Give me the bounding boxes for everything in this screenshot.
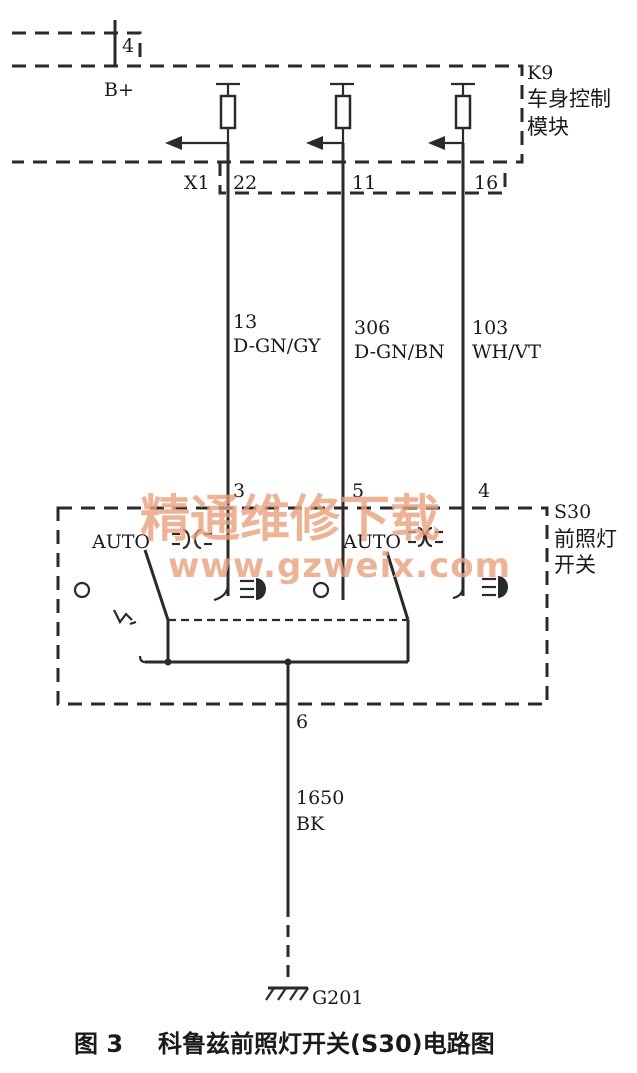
watermark-url: www.gzweix.com [168, 546, 511, 586]
switch-outline [56, 506, 549, 706]
module-pin-4: 4 [122, 35, 134, 57]
figure-number: 图 3 [74, 1030, 123, 1058]
module-pin-16: 16 [474, 172, 498, 194]
switch-name-line1: 前照灯 [554, 527, 617, 551]
module-name-line1: 车身控制 [527, 87, 611, 111]
switch-pin-4: 4 [478, 480, 490, 502]
pullup-resistor-2 [306, 82, 354, 150]
switch-pin-5: 5 [352, 480, 364, 502]
switch-pin-3: 3 [233, 480, 245, 502]
auto-label-left: AUTO [91, 531, 150, 553]
body-control-module [12, 20, 524, 195]
switch-blade-right [385, 551, 410, 621]
switch-id: S30 [554, 501, 591, 523]
module-pin-11: 11 [352, 172, 376, 194]
ground-wire-circuit: 1650 [296, 787, 344, 809]
watermark-cn: 精通维修下载 [140, 490, 440, 548]
wire-103-color: WH/VT [472, 341, 541, 363]
wire-103-circuit: 103 [472, 317, 508, 339]
pullup-resistor-3 [428, 82, 475, 150]
module-top-outline [12, 31, 142, 60]
ground-id: G201 [312, 987, 363, 1009]
pullup-resistor-1 [165, 82, 240, 150]
wire-13-circuit: 13 [233, 311, 257, 333]
parking-lamp-icon [408, 526, 443, 548]
ground-icon [265, 986, 309, 1001]
figure-title: 科鲁兹前照灯开关(S30)电路图 [158, 1030, 495, 1058]
input-arrow-icon [306, 136, 323, 150]
wire-306-circuit: 306 [354, 317, 390, 339]
connector-x1-label: X1 [184, 172, 210, 194]
switch-internals [73, 526, 508, 666]
ground-wire-color: BK [296, 813, 325, 835]
parking-lamp-icon [172, 528, 212, 550]
input-arrow-icon [428, 136, 445, 150]
headlamp-icon [482, 576, 508, 598]
module-name-line2: 模块 [527, 115, 569, 139]
switch-name-line2: 开关 [554, 553, 596, 577]
connector-x1-outline [218, 162, 507, 195]
module-id: K9 [527, 62, 553, 84]
input-arrow-icon [165, 136, 182, 150]
wire-306-color: D-GN/BN [354, 341, 445, 363]
supply-label: B+ [104, 79, 134, 101]
module-outline [12, 64, 524, 164]
headlamp-icon [240, 578, 266, 600]
module-pin-22: 22 [233, 172, 257, 194]
off-position-icon [312, 581, 330, 599]
flash-icon [113, 609, 137, 626]
auto-label-right: AUTO [342, 531, 401, 553]
switch-ground-pin: 6 [296, 711, 308, 733]
off-position-icon [73, 581, 91, 599]
wire-13-color: D-GN/GY [233, 335, 321, 357]
switch-blade-left [143, 549, 170, 621]
